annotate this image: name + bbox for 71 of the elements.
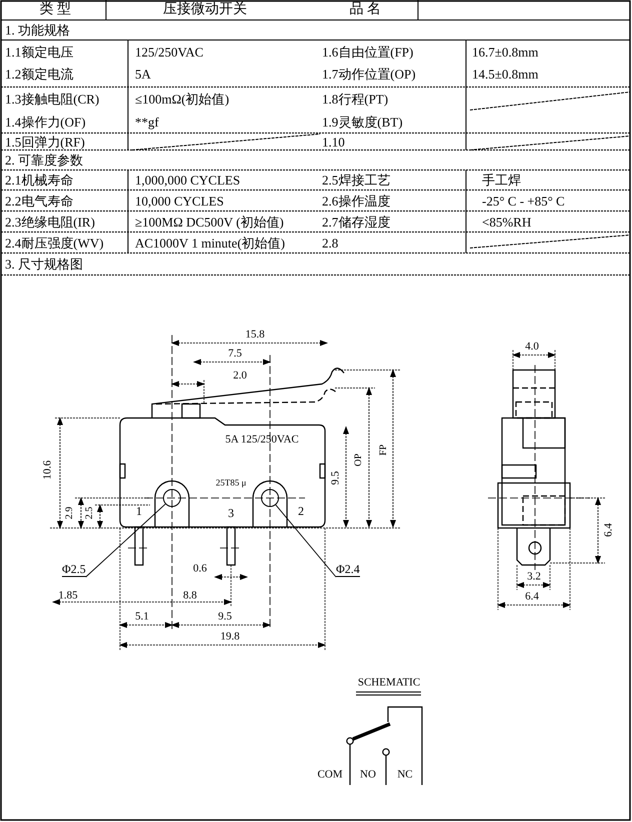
dimension-value: 2.0 xyxy=(233,370,247,382)
spec-value: <85%RH xyxy=(482,216,532,228)
spec-label: 2.1机械寿命 xyxy=(5,174,74,186)
dimension-value: 10.6 xyxy=(42,460,54,480)
dimension-value: 2.5 xyxy=(85,506,95,520)
dimension-value: 9.5 xyxy=(330,471,342,485)
marking-text: 25T85 μ xyxy=(216,478,246,488)
dimension-value: 7.5 xyxy=(228,348,242,360)
spec-value: **gf xyxy=(135,116,159,128)
dimension-value: 19.8 xyxy=(220,632,240,642)
spec-label: 1.10 xyxy=(322,136,345,148)
column-heading: 类 型 xyxy=(39,3,71,17)
section-heading: 1. 功能规格 xyxy=(5,24,70,36)
section-heading: 3. 尺寸规格图 xyxy=(5,258,83,270)
dimension-value: 1.85 xyxy=(58,590,78,602)
spec-label: 1.8行程(PT) xyxy=(322,92,388,106)
spec-label: 1.9灵敏度(BT) xyxy=(322,116,403,128)
dimension-value: 4.0 xyxy=(525,342,539,352)
terminal-label: NC xyxy=(397,770,413,780)
dimension-value: 8.8 xyxy=(183,590,197,602)
spec-label: 2.8 xyxy=(322,236,338,250)
spec-value: ≥100MΩ DC500V (初始值) xyxy=(135,216,284,228)
dimension-value: 3.2 xyxy=(527,572,541,582)
spec-label: 2.2电气寿命 xyxy=(5,194,74,208)
spec-label: 2.5焊接工艺 xyxy=(322,174,390,186)
column-heading: 品 名 xyxy=(349,3,381,17)
spec-label: 1.1额定电压 xyxy=(5,46,74,58)
dimension-value: FP xyxy=(379,444,389,456)
section-heading: 2. 可靠度参数 xyxy=(5,154,83,166)
terminal-number: 3 xyxy=(228,507,234,519)
dimension-value: 2.9 xyxy=(65,506,75,520)
dimension-value: OP xyxy=(354,454,364,466)
dimension-value: 15.8 xyxy=(245,330,265,340)
spec-value: 1,000,000 CYCLES xyxy=(135,174,240,186)
spec-label: 2.3绝缘电阻(IR) xyxy=(5,216,95,228)
spec-value: -25° C - +85° C xyxy=(482,194,565,208)
spec-label: 1.5回弹力(RF) xyxy=(5,136,85,148)
spec-label: 1.6自由位置(FP) xyxy=(322,46,414,58)
spec-label: 2.7储存湿度 xyxy=(322,216,390,228)
dimension-value: 6.4 xyxy=(525,592,539,602)
hole-diameter-callout: Φ2.5 xyxy=(62,563,86,577)
spec-label: 1.4操作力(OF) xyxy=(5,116,86,128)
spec-value: ≤100mΩ(初始值) xyxy=(135,92,230,106)
terminal-label: NO xyxy=(360,770,376,780)
dimension-value: 5.1 xyxy=(135,612,149,622)
spec-label: 1.2额定电流 xyxy=(5,68,74,80)
dimension-value: 6.4 xyxy=(604,523,614,537)
spec-value: AC1000V 1 minute(初始值) xyxy=(135,236,285,250)
product-type-text: 压接微动开关 xyxy=(163,3,247,17)
spec-value: 5A xyxy=(135,68,151,80)
spec-label: 2.4耐压强度(WV) xyxy=(5,236,104,250)
spec-label: 2.6操作温度 xyxy=(322,194,390,208)
leader-line xyxy=(85,504,166,578)
hole-diameter-callout: Φ2.4 xyxy=(336,563,360,577)
terminal-number: 1 xyxy=(136,505,142,517)
rating-text: 5A 125/250VAC xyxy=(225,434,299,446)
dimension-value: 9.5 xyxy=(218,612,232,622)
spec-label: 1.3接触电阻(CR) xyxy=(5,92,100,106)
spec-value: 16.7±0.8mm xyxy=(472,46,538,58)
spec-value: 手工焊 xyxy=(482,174,521,186)
spec-value: 10,000 CYCLES xyxy=(135,194,224,208)
terminal-number: 2 xyxy=(298,505,304,517)
dimension-value: 0.6 xyxy=(193,564,207,574)
terminal-hole xyxy=(261,489,279,507)
schematic-title: SCHEMATIC xyxy=(358,678,420,688)
spec-label: 1.7动作位置(OP) xyxy=(322,68,416,80)
terminal-hole xyxy=(163,489,181,507)
spec-value: 14.5±0.8mm xyxy=(472,68,538,80)
terminal-label: COM xyxy=(317,770,343,780)
spec-value: 125/250VAC xyxy=(135,46,204,58)
leader-line xyxy=(275,504,336,578)
